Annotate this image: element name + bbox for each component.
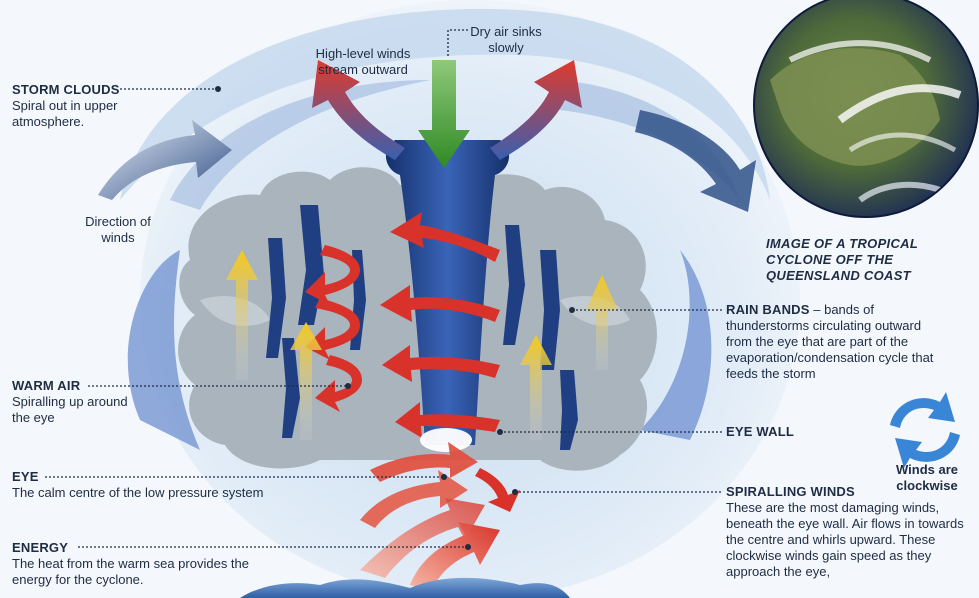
energy-label: ENERGY The heat from the warm sea provid… (12, 540, 262, 588)
warm-air-label: WARM AIR Spiralling up around the eye (12, 378, 132, 426)
eye-text: The calm centre of the low pressure syst… (12, 485, 322, 501)
eye-spot (420, 428, 472, 452)
storm-clouds-label: STORM CLOUDS Spiral out in upper atmosph… (12, 82, 152, 130)
eye-wall-label: EYE WALL (726, 424, 846, 440)
eye-title: EYE (12, 469, 322, 485)
storm-clouds-text: Spiral out in upper atmosphere. (12, 98, 152, 130)
winds-clockwise-label: Winds are clockwise (882, 462, 972, 494)
spiralling-winds-label: SPIRALLING WINDS These are the most dama… (726, 484, 976, 580)
satellite-globe-image (754, 0, 978, 217)
direction-of-winds-label: Direction of winds (78, 214, 158, 246)
warm-air-title: WARM AIR (12, 378, 132, 394)
image-caption: IMAGE OF A TROPICAL CYCLONE OFF THE QUEE… (766, 236, 979, 284)
dry-air-label: Dry air sinks slowly (470, 24, 542, 56)
clockwise-arrows-icon (890, 392, 960, 468)
rain-bands-label: RAIN BANDS – bands of thunderstorms circ… (726, 302, 936, 382)
spiralling-winds-text: These are the most damaging winds, benea… (726, 500, 976, 580)
rain-bands-title: RAIN BANDS (726, 302, 810, 317)
eye-label: EYE The calm centre of the low pressure … (12, 469, 322, 501)
storm-clouds-title: STORM CLOUDS (12, 82, 152, 98)
energy-text: The heat from the warm sea provides the … (12, 556, 262, 588)
energy-title: ENERGY (12, 540, 262, 556)
warm-air-text: Spiralling up around the eye (12, 394, 132, 426)
high-level-winds-label: High-level winds stream outward (300, 46, 426, 78)
eye-wall-title: EYE WALL (726, 424, 846, 440)
